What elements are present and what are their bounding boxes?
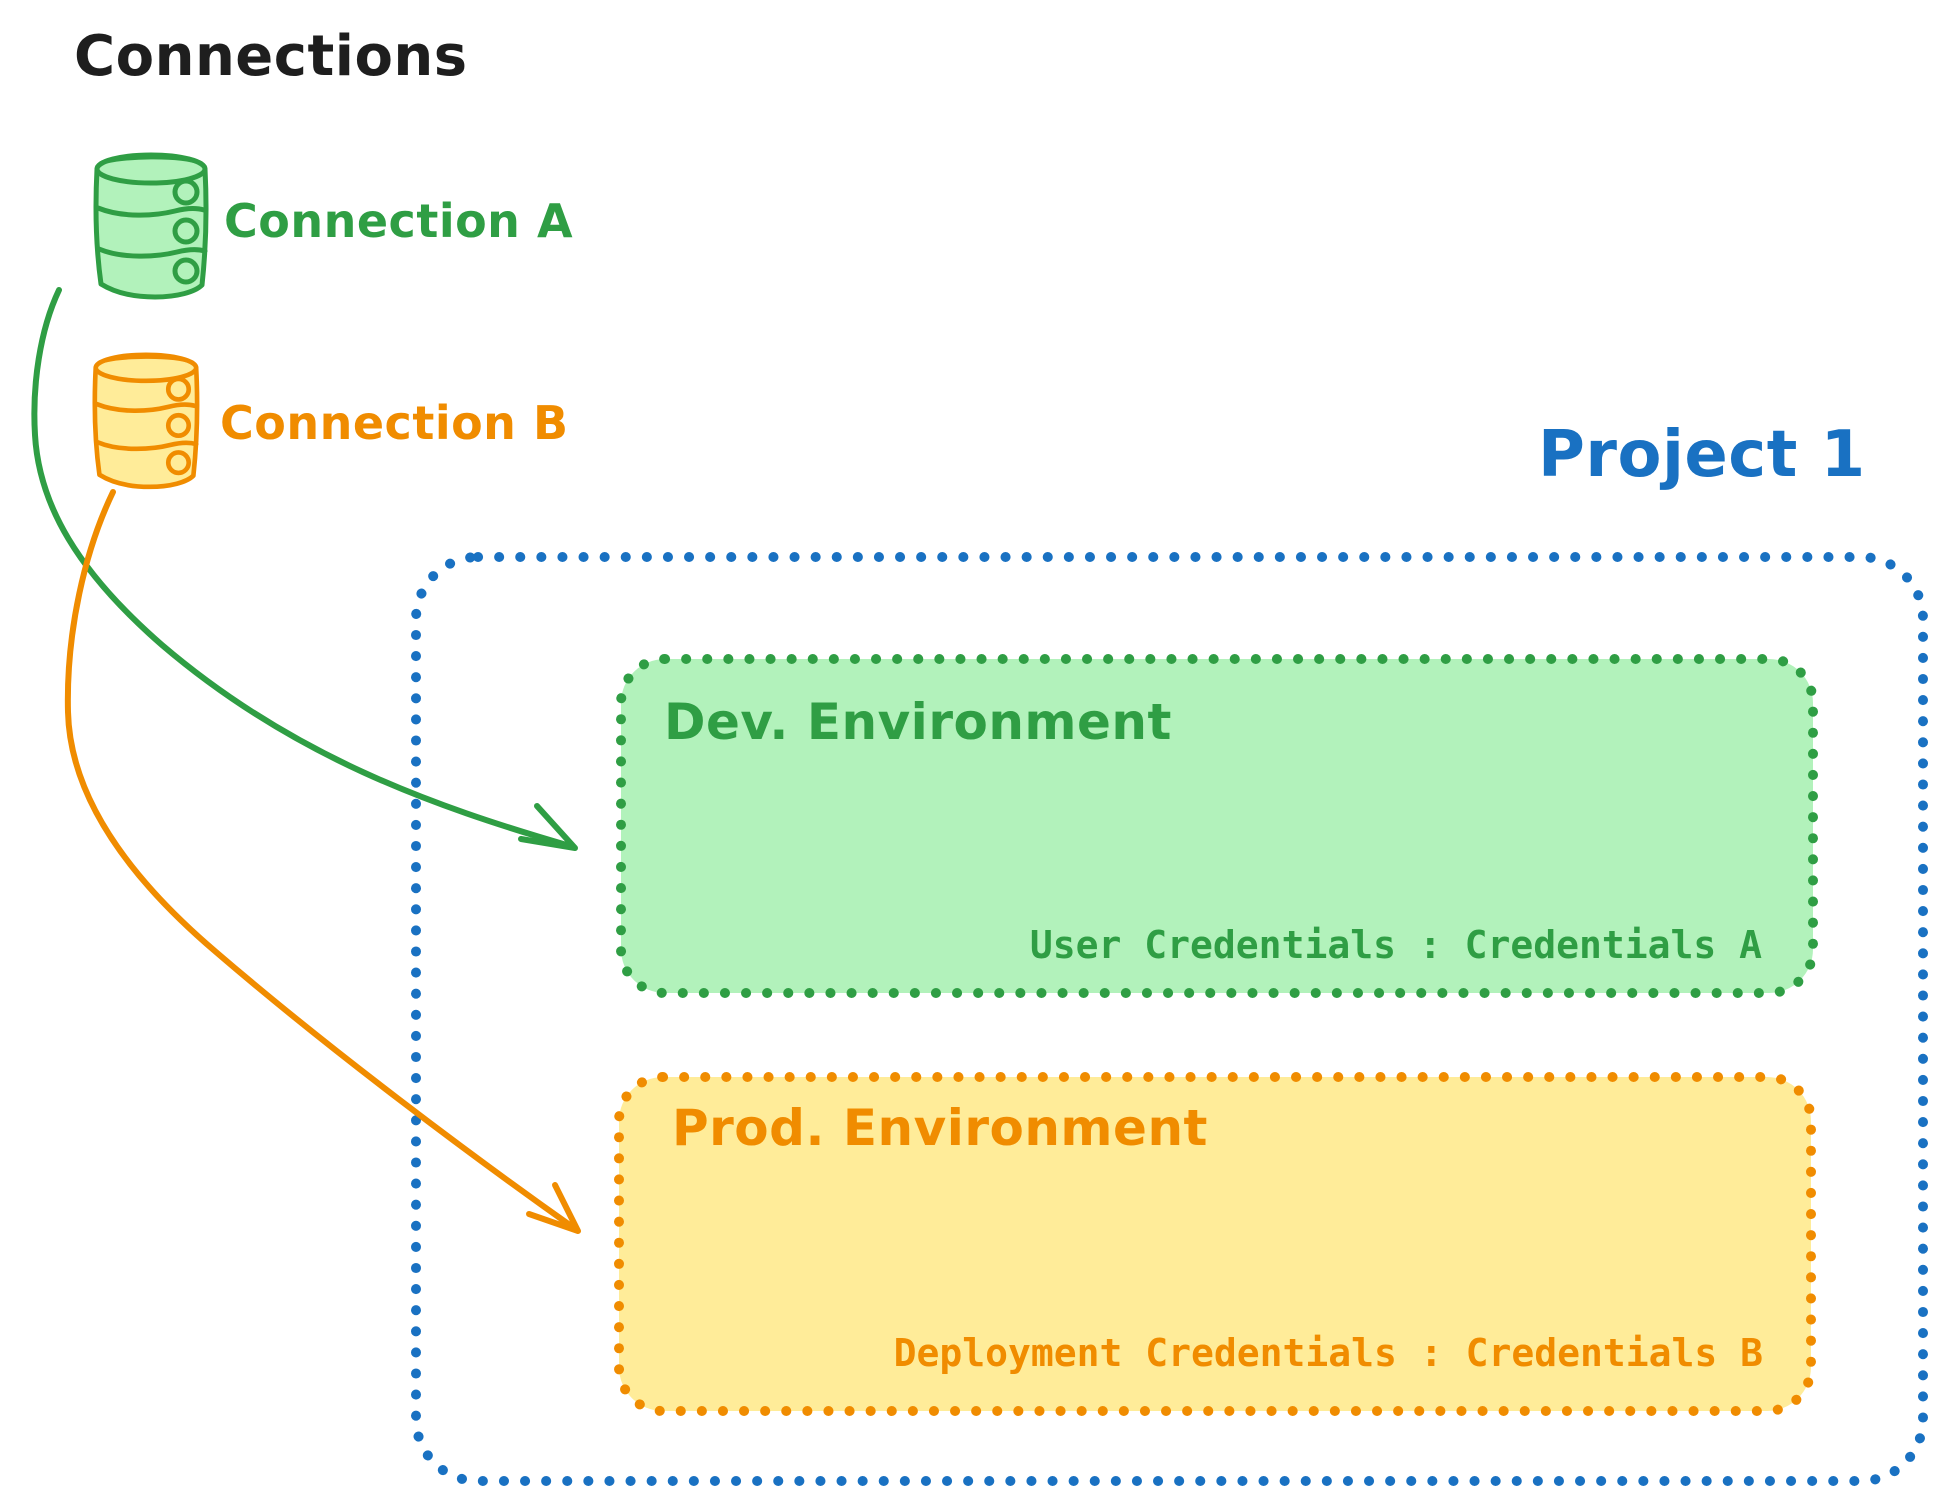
prod-environment-title: Prod. Environment <box>672 1099 1208 1157</box>
connection-b-arrow <box>64 489 581 1234</box>
prod-environment-credentials: Deployment Credentials : Credentials B <box>893 1331 1763 1375</box>
project-label: Project 1 <box>1538 418 1866 492</box>
connection-a-arrow <box>31 287 578 851</box>
dev-environment-credentials: User Credentials : Credentials A <box>1029 923 1762 967</box>
connection-b-database-icon <box>92 352 200 490</box>
prod-environment-box <box>614 1072 1816 1416</box>
connection-a-database-icon <box>93 152 209 300</box>
connection-a-label: Connection A <box>224 194 574 248</box>
dev-environment-box <box>616 654 1818 998</box>
project-box <box>411 552 1928 1486</box>
connection-b-label: Connection B <box>220 396 569 450</box>
dev-environment-title: Dev. Environment <box>664 693 1172 751</box>
diagram-title: Connections <box>74 24 468 89</box>
